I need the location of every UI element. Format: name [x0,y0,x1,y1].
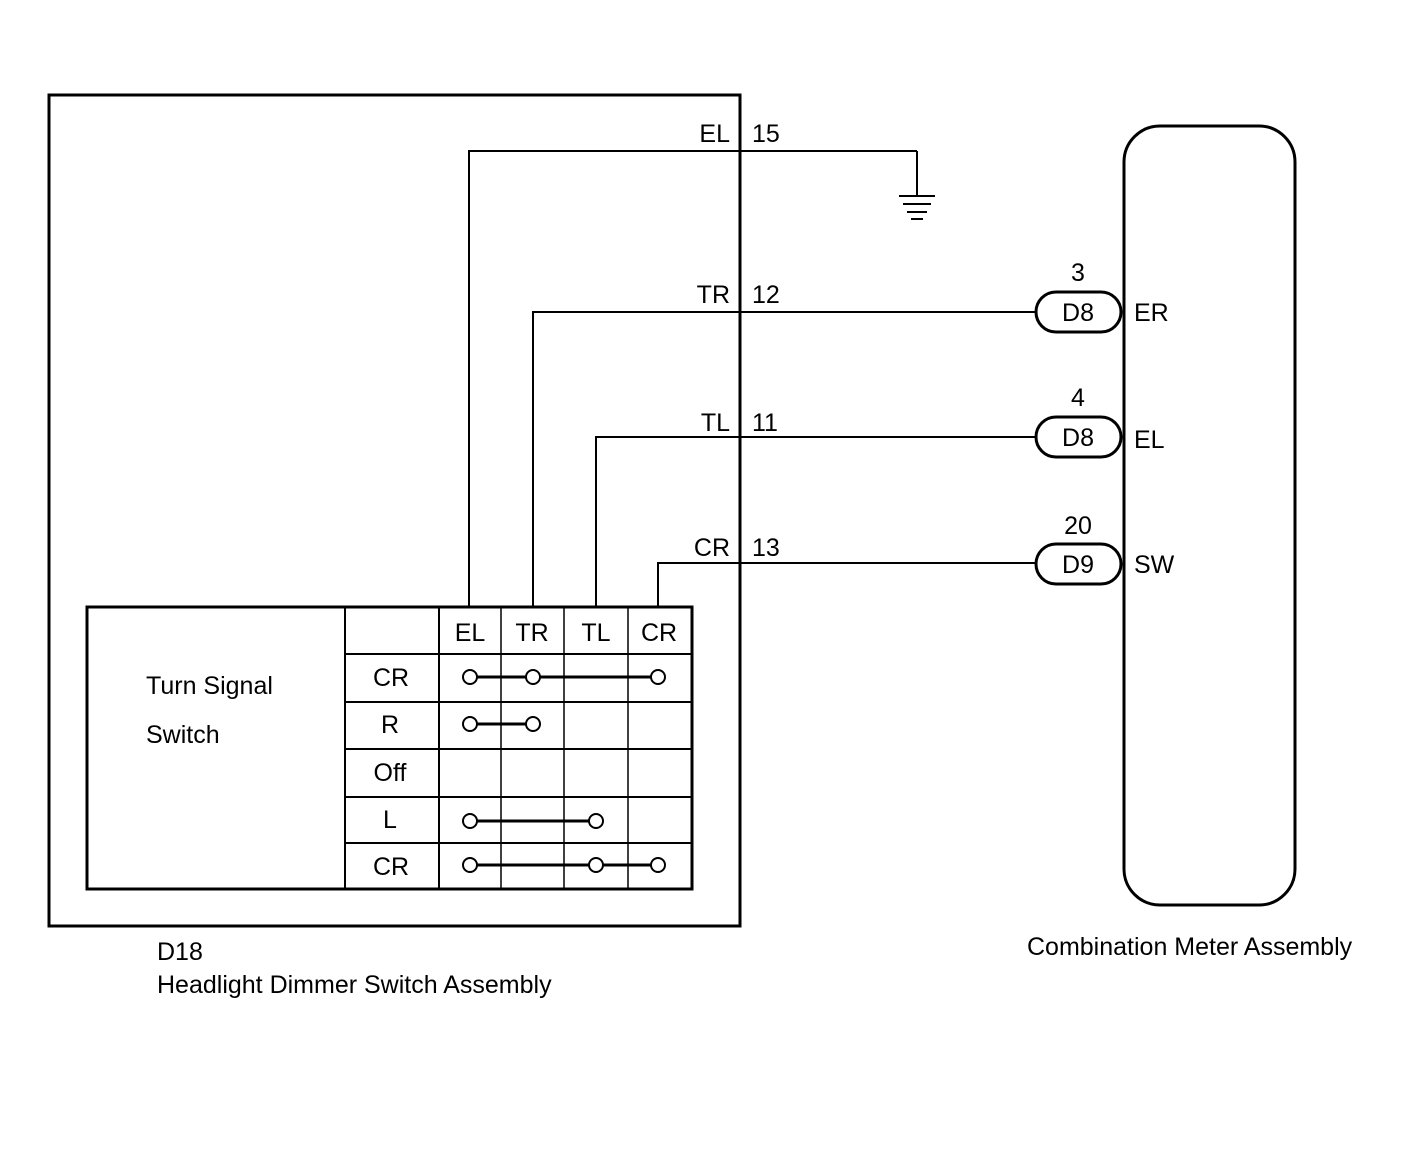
connector-d8-pin4-code: D8 [1062,424,1094,452]
continuity-terminal-dot [462,716,478,732]
dimmer-switch-name: Headlight Dimmer Switch Assembly [157,971,552,999]
wire-cr-13 [657,562,1036,607]
continuity-terminal-dot [588,857,604,873]
dimmer-switch-code: D18 [157,938,203,966]
continuity-terminal-dot [462,857,478,873]
continuity-terminal-dot [650,669,666,685]
connector-d8-pin3-number: 3 [1071,259,1085,287]
wire-tr-pin-label: 12 [752,281,780,309]
continuity-terminal-dot [588,813,604,829]
switch-title-line1: Turn Signal [146,672,273,700]
continuity-terminal-dot [650,857,666,873]
combination-meter-name: Combination Meter Assembly [1027,933,1353,961]
wire-tl-11 [595,436,1036,607]
continuity-terminal-dot [462,669,478,685]
switch-position-label: CR [373,853,409,881]
continuity-terminal-dot [525,716,541,732]
combination-meter-box [1122,124,1297,907]
wire-tl-pin-label: 11 [752,409,778,437]
meter-terminal-el: EL [1134,426,1165,454]
continuity-terminal-dot [462,813,478,829]
wire-cr-signal-label: CR [694,534,730,562]
switch-column-header: CR [641,619,677,647]
wire-tr-12 [532,311,1036,607]
connector-d8-pin3-code: D8 [1062,299,1094,327]
switch-position-label: CR [373,664,409,692]
wire-tl-signal-label: TL [701,409,730,437]
switch-position-label: Off [374,759,407,787]
switch-position-label: L [383,806,397,834]
wire-el-signal-label: EL [699,120,730,148]
meter-terminal-er: ER [1134,299,1169,327]
connector-d9-pin20-number: 20 [1064,512,1092,540]
ground-icon [899,151,935,220]
connector-d8-pin4: D8 4 EL [1034,384,1165,459]
meter-terminal-sw: SW [1134,551,1175,579]
connector-d8-pin3: D8 3 ER [1034,259,1169,334]
turn-signal-switch-table [85,605,694,891]
switch-column-header: EL [455,619,486,647]
wire-tr-signal-label: TR [697,281,730,309]
switch-title-line2: Switch [146,721,220,749]
switch-position-label: R [381,711,399,739]
dimmer-switch-assembly-box [47,93,742,928]
wire-el-pin-label: 15 [752,120,780,148]
switch-column-header: TL [581,619,610,647]
continuity-marks [462,669,666,873]
wire-el-15 [468,150,917,607]
connector-d9-pin20: D9 20 SW [1034,512,1175,586]
connector-d9-pin20-code: D9 [1062,551,1094,579]
wire-cr-pin-label: 13 [752,534,780,562]
switch-column-header: TR [515,619,548,647]
continuity-terminal-dot [525,669,541,685]
connector-d8-pin4-number: 4 [1071,384,1085,412]
